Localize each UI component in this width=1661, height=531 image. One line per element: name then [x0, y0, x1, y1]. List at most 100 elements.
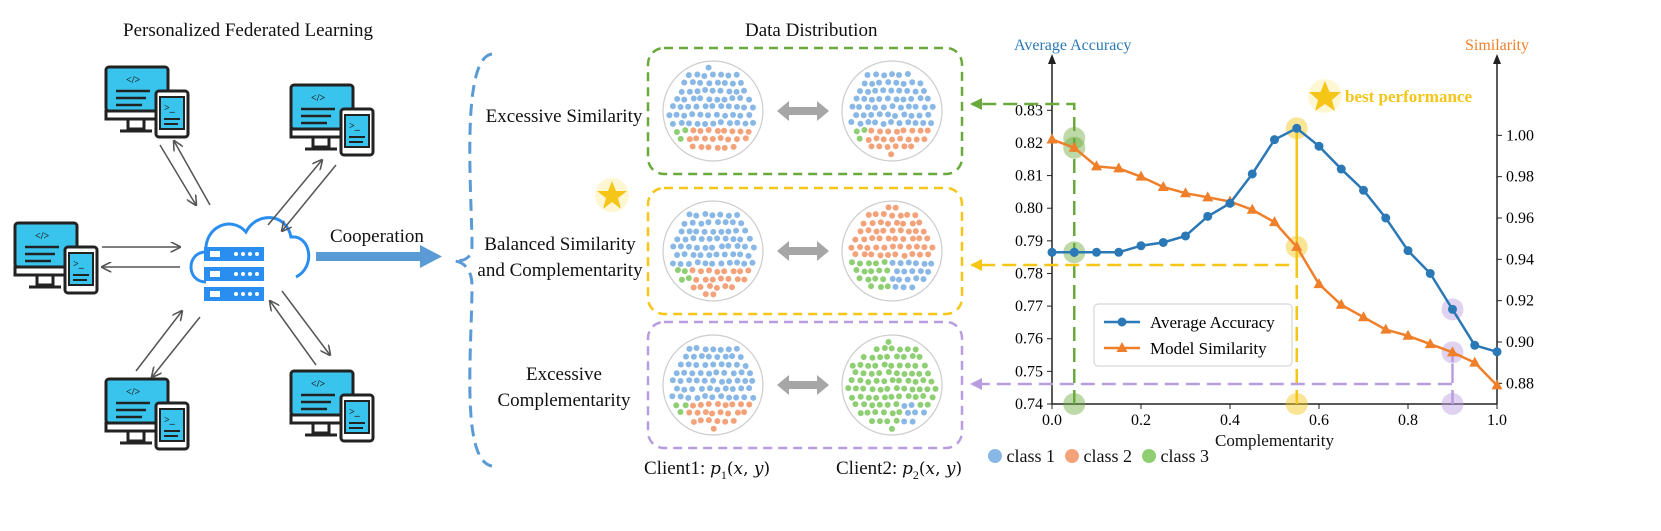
data-point	[746, 96, 753, 103]
data-point	[917, 268, 924, 275]
data-point	[904, 362, 911, 369]
data-point	[864, 72, 871, 79]
client-distribution-circle	[662, 60, 764, 162]
data-point	[737, 236, 744, 243]
data-point	[880, 211, 887, 218]
x-tick-label: 0.4	[1220, 412, 1240, 429]
data-point	[904, 87, 911, 94]
data-point	[694, 259, 701, 266]
data-point	[746, 370, 753, 377]
data-point	[673, 128, 680, 135]
data-point	[909, 353, 916, 360]
data-point	[868, 283, 875, 290]
accuracy-point	[1225, 198, 1235, 208]
data-point	[745, 128, 752, 135]
data-point	[686, 377, 693, 384]
data-point	[717, 211, 724, 218]
data-point	[928, 260, 935, 267]
data-point	[877, 284, 884, 291]
data-point	[697, 252, 704, 259]
similarity-point	[1246, 203, 1258, 214]
data-point	[673, 111, 680, 118]
class-1-swatch	[988, 449, 1002, 463]
data-point	[893, 79, 900, 86]
data-point	[861, 127, 868, 134]
data-point	[706, 80, 713, 87]
data-point	[896, 346, 903, 353]
data-point	[734, 119, 741, 126]
data-point	[893, 96, 900, 103]
data-point	[893, 268, 900, 275]
data-point	[893, 417, 900, 424]
data-point	[706, 235, 713, 242]
data-point	[709, 394, 716, 401]
similarity-point	[1291, 240, 1303, 251]
data-point	[685, 275, 692, 282]
data-point	[742, 120, 749, 127]
data-point	[677, 243, 684, 250]
data-point	[737, 128, 744, 135]
data-point	[722, 353, 729, 360]
data-point	[693, 135, 700, 142]
data-point	[880, 87, 887, 94]
data-point	[889, 259, 896, 266]
data-point	[710, 425, 717, 432]
y-right-tick-label: 0.88	[1506, 375, 1534, 392]
data-point	[925, 251, 932, 258]
y-right-tick-label: 0.98	[1506, 169, 1534, 186]
data-point	[725, 346, 732, 353]
accuracy-point	[1403, 246, 1413, 256]
data-point	[892, 251, 899, 258]
federated-topology: </> >_	[13, 65, 442, 451]
data-point	[912, 212, 919, 219]
data-point	[925, 370, 932, 377]
data-point	[709, 260, 716, 267]
data-point	[710, 346, 717, 353]
data-point	[920, 377, 927, 384]
data-point	[673, 402, 680, 409]
y-right-tick-label: 1.00	[1506, 127, 1534, 144]
data-point	[909, 370, 916, 377]
data-point	[876, 79, 883, 86]
data-point	[689, 267, 696, 274]
data-point	[713, 251, 720, 258]
data-point	[916, 386, 923, 393]
data-point	[721, 96, 728, 103]
data-point	[865, 211, 872, 218]
data-point	[877, 386, 884, 393]
data-point	[860, 112, 867, 119]
legend-accuracy-marker	[1117, 317, 1127, 327]
data-point	[912, 228, 919, 235]
similarity-point	[1135, 170, 1147, 181]
cooperation-label: Cooperation	[330, 226, 424, 247]
data-point	[916, 235, 923, 242]
data-point	[702, 87, 709, 94]
data-point	[709, 212, 716, 219]
data-point	[737, 95, 744, 102]
class-legend-item: class 3	[1142, 446, 1209, 467]
data-point	[861, 268, 868, 275]
data-point	[865, 276, 872, 283]
data-point	[730, 370, 737, 377]
data-point	[737, 112, 744, 119]
data-point	[749, 104, 756, 111]
data-point	[710, 120, 717, 127]
data-point	[900, 80, 907, 87]
data-point	[741, 243, 748, 250]
data-point	[706, 96, 713, 103]
similarity-point	[1180, 187, 1191, 198]
data-point	[909, 127, 916, 134]
client-distribution-circle	[841, 60, 943, 162]
data-point	[909, 251, 916, 258]
data-point	[921, 104, 928, 111]
data-point	[685, 103, 692, 110]
data-point	[917, 401, 924, 408]
data-point	[701, 228, 708, 235]
data-point	[694, 394, 701, 401]
class-legend-item: class 1	[988, 446, 1055, 467]
data-point	[873, 228, 880, 235]
similarity-point	[1269, 216, 1280, 227]
client2-label: Client2: p2(x, y)	[836, 458, 963, 482]
data-point	[717, 409, 724, 416]
